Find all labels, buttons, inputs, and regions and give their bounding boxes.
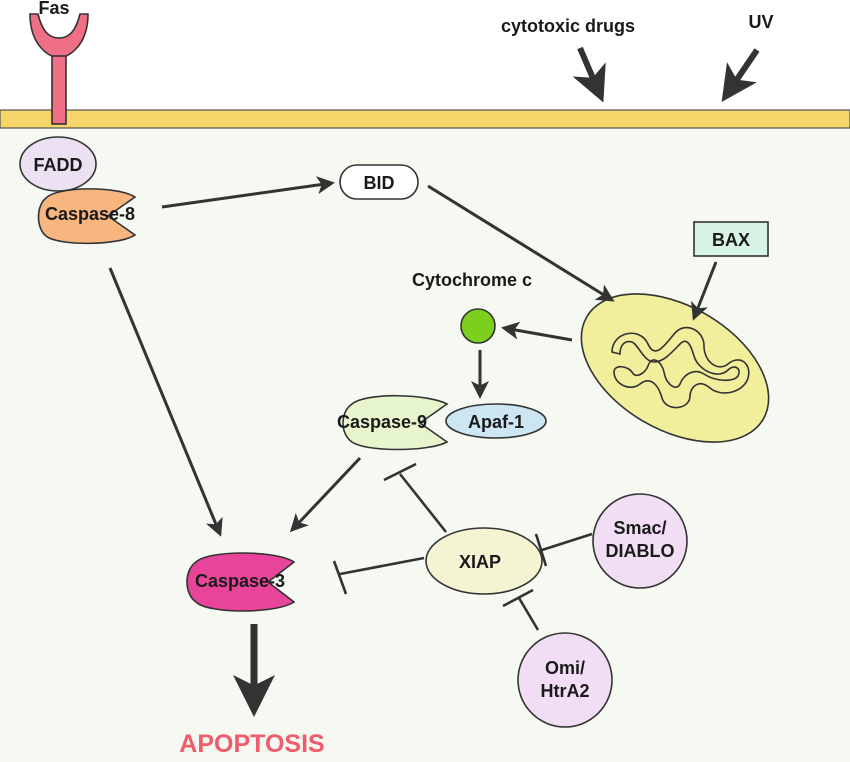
caspase-8-node: [37, 188, 137, 245]
uv-label: UV: [748, 12, 773, 32]
bax-label: BAX: [712, 230, 750, 250]
inhibit-xiap-caspase9: [383, 462, 448, 533]
fas-receptor-head: [29, 13, 89, 59]
uv-arrow: [721, 48, 760, 102]
smac-label-line1: Smac/: [613, 518, 666, 538]
fas-receptor-stalk: [51, 55, 67, 125]
arrow-bid-to-mitochondrion: [427, 184, 615, 302]
caspase-9-node: [342, 394, 449, 451]
arrow-caspase8-to-bid: [161, 176, 335, 209]
arrow-mitochondrion-to-cytochrome-c: [501, 321, 573, 342]
smac-diablo-node: [592, 493, 688, 589]
caspase-3-label: Caspase-3: [195, 571, 285, 591]
bid-label: BID: [364, 173, 395, 193]
xiap-label: XIAP: [459, 552, 501, 572]
cytotoxic-drugs-label: cytotoxic drugs: [501, 16, 635, 36]
cytotoxic-drugs-arrow: [572, 46, 606, 103]
fas-receptor: Fas: [29, 0, 89, 125]
xiap-node: [425, 527, 543, 595]
omi-label-line2: HtrA2: [540, 681, 589, 701]
arrow-caspase8-to-caspase3: [108, 267, 223, 537]
inhibit-xiap-caspase3: [332, 556, 425, 595]
extracellular-space: [0, 0, 850, 110]
arrow-bax-to-mitochondrion: [691, 261, 718, 321]
apaf-1-node: [445, 403, 547, 439]
inhibit-omi-xiap: [502, 588, 540, 631]
apaf-1-label: Apaf-1: [468, 412, 524, 432]
smac-label-line2: DIABLO: [606, 541, 675, 561]
cytochrome-c-label: Cytochrome c: [412, 270, 532, 290]
omi-label-line1: Omi/: [545, 658, 585, 678]
inhibit-smac-xiap: [534, 532, 593, 567]
caspase-9-label: Caspase-9: [337, 412, 427, 432]
bid-node: [339, 164, 419, 200]
mitochondrion-cristae: [611, 326, 750, 409]
apoptosis-label: APOPTOSIS: [179, 730, 324, 758]
fadd-node: [19, 136, 97, 192]
arrow-caspase9-to-caspase3: [289, 456, 362, 533]
fadd-label: FADD: [34, 155, 83, 175]
omi-htra2-node: [517, 632, 613, 728]
bax-node: [693, 221, 769, 257]
cell-membrane: [0, 109, 850, 129]
caspase-8-label: Caspase-8: [45, 204, 135, 224]
caspase-3-node: [186, 552, 296, 612]
fas-label: Fas: [38, 0, 69, 18]
cytochrome-c-node: [460, 308, 496, 344]
